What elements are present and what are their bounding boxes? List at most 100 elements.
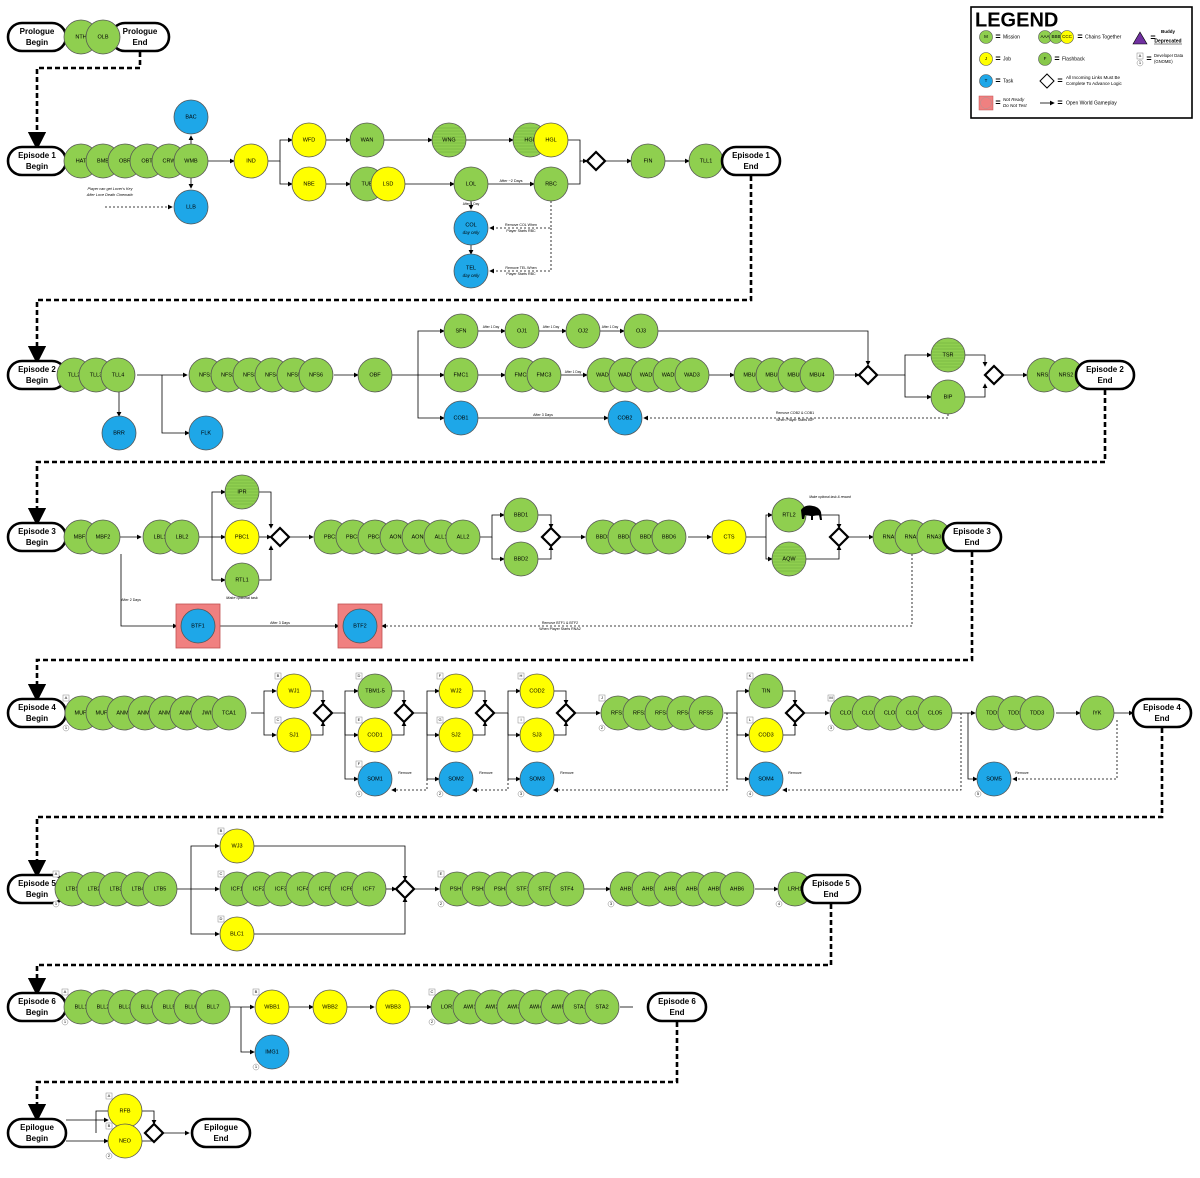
node-circle [349,122,385,158]
gnome-badge [105,1092,113,1100]
node-mbf2[interactable]: MBF2 [85,519,121,555]
legend-swatch-letter: BBB [1051,34,1060,39]
node-lbl2[interactable]: LBL2 [164,519,200,555]
node-sfn[interactable]: SFN [443,313,479,349]
node-lol[interactable]: LOL [453,166,489,202]
node-brr[interactable]: BRR [101,415,137,451]
note-text: Remove [560,771,573,775]
node-sta2[interactable]: STA2 [584,989,620,1025]
node-fmc1[interactable]: FMC1 [443,357,479,393]
node-ipr[interactable]: IPR [224,474,260,510]
node-llb[interactable]: LLB [173,189,209,225]
node-flk[interactable]: FLK [188,415,224,451]
node-tll4[interactable]: TLL4 [100,357,136,393]
legend-swatch [1060,30,1074,44]
node-circle [443,400,479,436]
node-ind[interactable]: IND [233,143,269,179]
node-cob2[interactable]: COB2 [607,400,643,436]
node-nbe[interactable]: NBE [291,166,327,202]
gnome-badge [217,827,225,835]
node-label: ALL2 [457,534,470,540]
node-wbb3[interactable]: WBB3 [375,989,411,1025]
node-ahb6[interactable]: AHB6 [719,871,755,907]
node-oj3[interactable]: OJ3 [623,313,659,349]
node-mbu4[interactable]: MBU4 [799,357,835,393]
node-rfs5[interactable]: RFS5 [688,695,724,731]
node-nfs6[interactable]: NFS6 [298,357,334,393]
node-btf2[interactable]: BTF2 [337,603,383,649]
node-wfd[interactable]: WFD [291,122,327,158]
node-hgl[interactable]: HGL [533,122,569,158]
node-ltb5[interactable]: LTB5 [142,871,178,907]
node-bbd6[interactable]: BBD6 [651,519,687,555]
node-oj2[interactable]: OJ2 [565,313,601,349]
node-obf[interactable]: OBF [357,357,393,393]
node-fin[interactable]: FIN [630,143,666,179]
node-aqw[interactable]: AQW [771,541,807,577]
node-tll1[interactable]: TLL1 [688,143,724,179]
gnome-number: 3 [830,725,833,730]
node-label: NFS5 [287,372,301,378]
node-clo5[interactable]: CLO5 [917,695,953,731]
node-olb[interactable]: OLB [85,19,121,55]
node-lsd[interactable]: LSD [370,166,406,202]
node-tdd3[interactable]: TDD3 [1019,695,1055,731]
node-fmc3[interactable]: FMC3 [526,357,562,393]
terminal-line1: Episode 6 [18,997,56,1006]
node-label: ICF7 [363,886,375,892]
node-cts[interactable]: CTS [711,519,747,555]
node-all2[interactable]: ALL2 [445,519,481,555]
node-iyk[interactable]: IYK [1079,695,1115,731]
node-tca1[interactable]: TCA1 [211,695,247,731]
node-label: BMB [97,158,109,164]
node-wan[interactable]: WAN [349,122,385,158]
node-wbb2[interactable]: WBB2 [312,989,348,1025]
node-rbc[interactable]: RBC [533,166,569,202]
node-bbd1[interactable]: BBD1 [503,497,539,533]
terminal-shape [6,1117,68,1149]
node-label: TLL2 [68,372,81,378]
node-label: SOM1 [367,776,383,782]
node-stf4[interactable]: STF4 [549,871,585,907]
node-tbm1-5[interactable]: TBM1-5D [355,672,393,709]
node-bip[interactable]: BIP [930,379,966,415]
node-wmb[interactable]: WMB [173,143,209,179]
link-line [507,713,521,738]
node-rtl2[interactable]: RTL2 [771,497,807,533]
node-rtl1[interactable]: RTL1 [224,562,260,598]
node-wng[interactable]: WNG [431,122,467,158]
node-oj1[interactable]: OJ1 [504,313,540,349]
node-icf7[interactable]: ICF7 [351,871,387,907]
node-wad3[interactable]: WAD3 [674,357,710,393]
link-line [392,328,445,376]
node-bbd2[interactable]: BBD2 [503,541,539,577]
node-cob1[interactable]: COB1 [443,400,479,436]
node-bac[interactable]: BAC [173,99,209,135]
node-btf1[interactable]: BTF1 [175,603,221,649]
node-bll7[interactable]: BLL7 [195,989,231,1025]
node-tsr[interactable]: TSR [930,337,966,373]
node-pbc1[interactable]: PBC1 [224,519,260,555]
gnome-badge [355,672,363,680]
